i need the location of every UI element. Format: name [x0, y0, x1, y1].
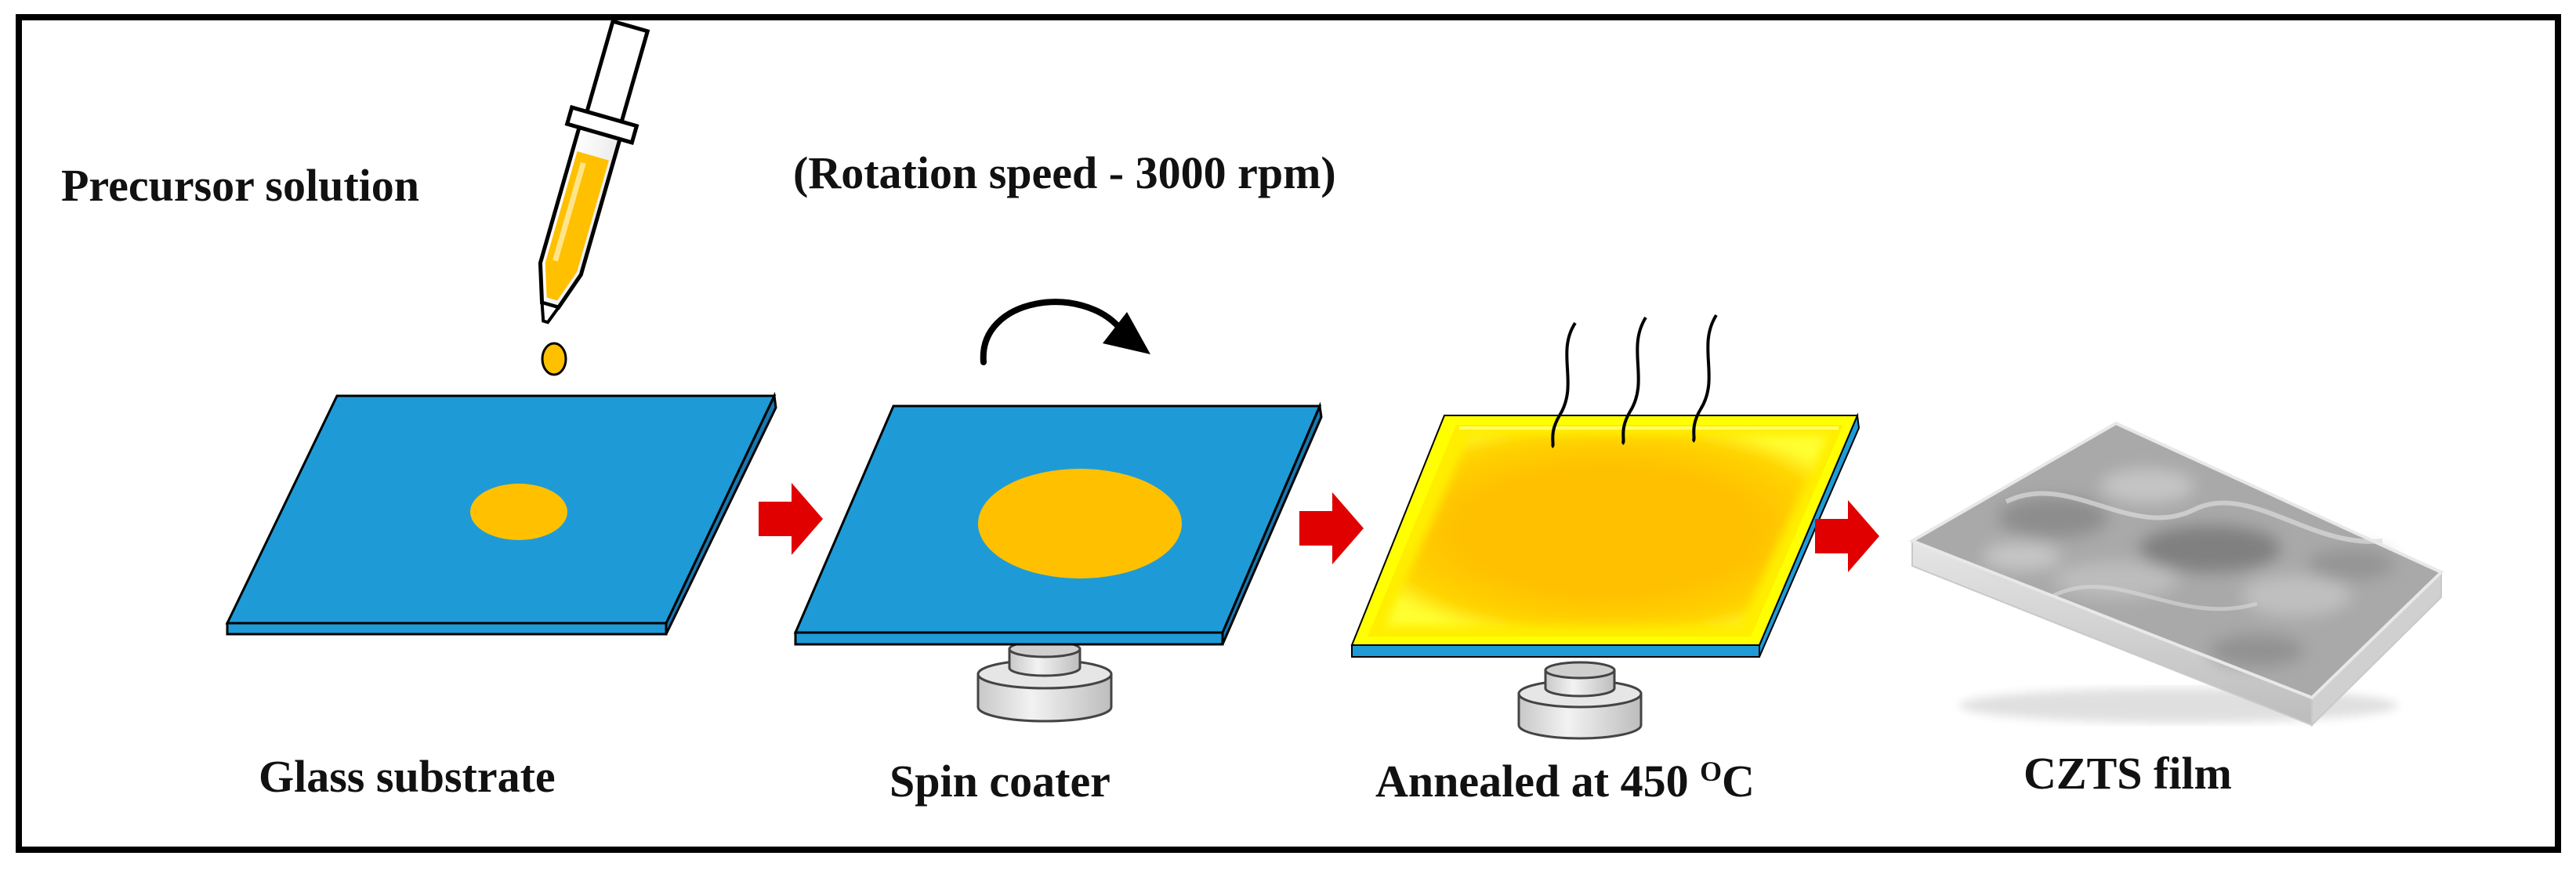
arrow-right-icon: [1299, 492, 1364, 564]
rotation-arrow-icon: [980, 299, 1150, 365]
annealed-label: Annealed at 450 OC: [1375, 756, 1755, 807]
precursor-solution-label: Precursor solution: [61, 160, 420, 211]
arrow-right-icon: [759, 483, 823, 555]
outer-border: [16, 14, 2561, 853]
czts-film-label: CZTS film: [2023, 748, 2232, 799]
solution-spread: [978, 469, 1182, 578]
glass-substrate-label: Glass substrate: [259, 751, 556, 802]
glass-substrate: [225, 391, 777, 636]
rotation-speed-label: (Rotation speed - 3000 rpm): [793, 147, 1336, 198]
spin-coater: [793, 401, 1323, 723]
annealing-setup: [1350, 314, 1860, 740]
droplet: [541, 342, 567, 376]
dropper-icon: [538, 19, 650, 325]
arrow-right-icon: [1815, 500, 1879, 572]
czts-film: [1908, 421, 2444, 727]
spin-coater-label: Spin coater: [889, 756, 1110, 807]
solution-drop-small: [470, 484, 567, 540]
